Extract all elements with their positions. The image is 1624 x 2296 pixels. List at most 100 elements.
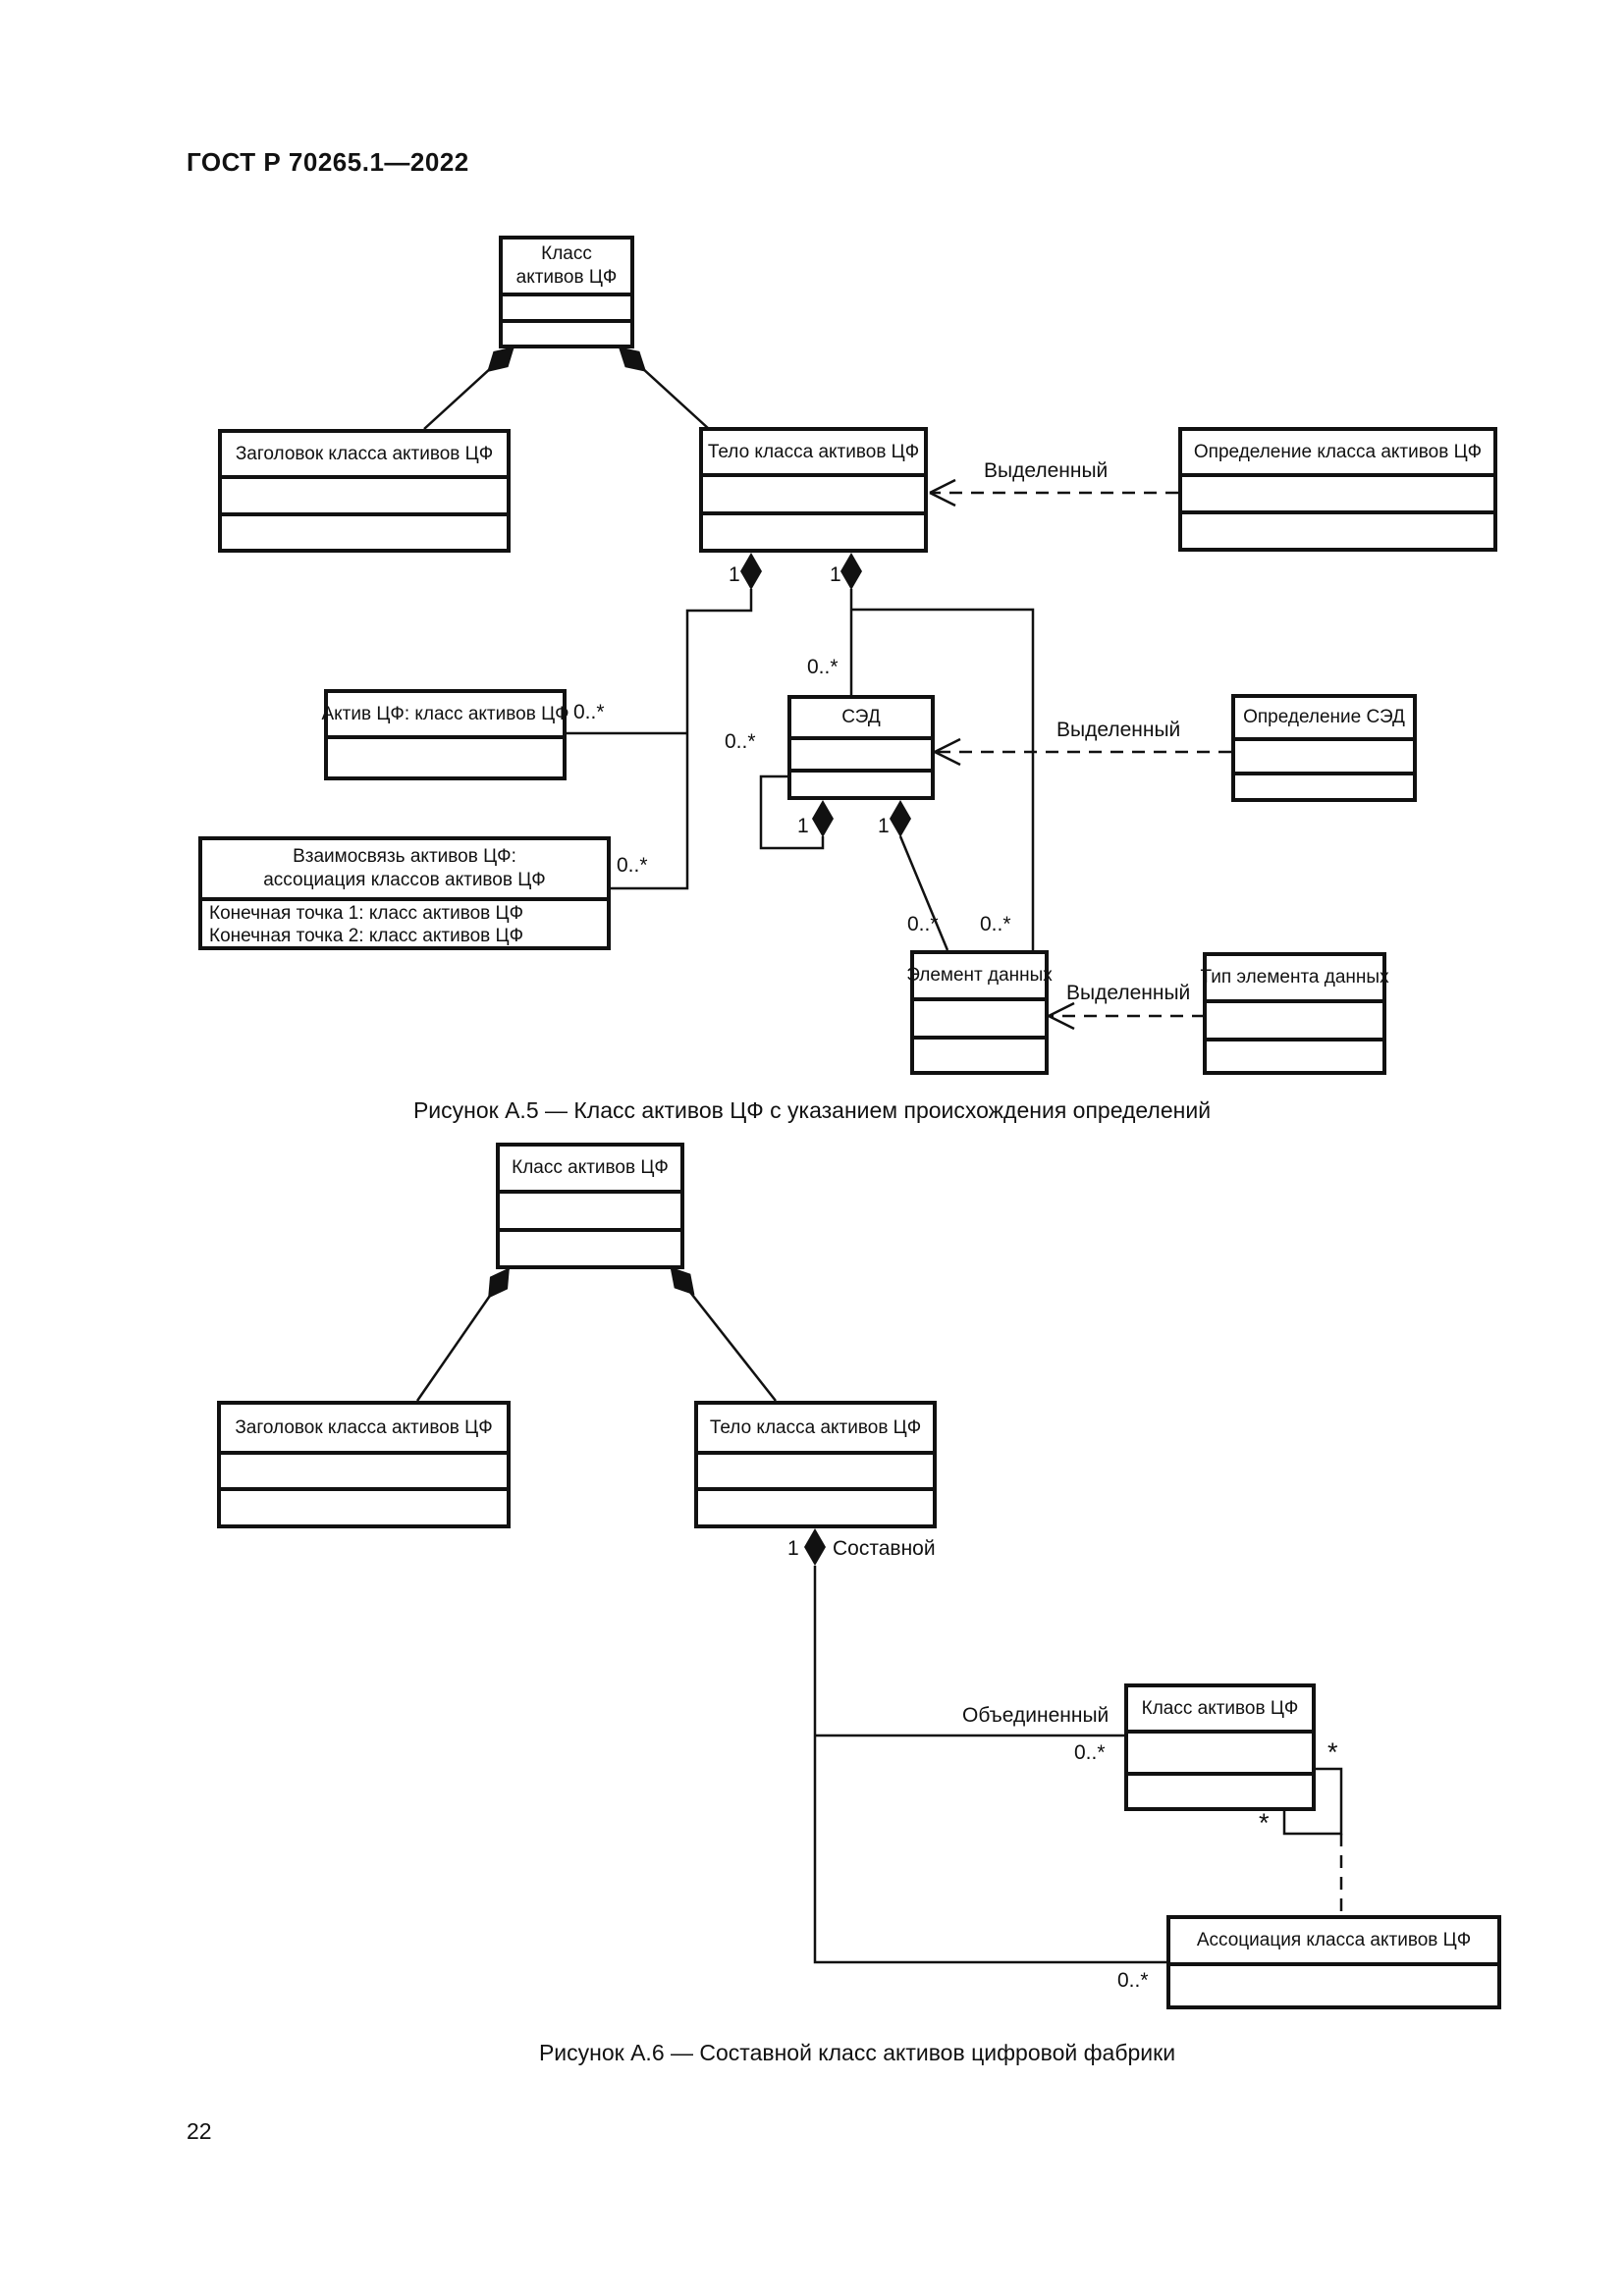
multiplicity-label: 1: [797, 815, 809, 837]
class-box-asset: Актив ЦФ: класс активов ЦФ: [321, 689, 569, 780]
composition-diamond: [487, 347, 514, 372]
empty-compartment: [500, 1227, 680, 1266]
class-title: Определение класса активов ЦФ: [1193, 441, 1483, 462]
class-title: Тело класса активов ЦФ: [707, 441, 920, 462]
attribute-compartment: Конечная точка 1: класс активов ЦФ Конеч…: [202, 897, 607, 946]
multiplicity-label: *: [1327, 1737, 1338, 1767]
figure-a5-caption: Рисунок А.5 — Класс активов ЦФ с указани…: [412, 1097, 1212, 1123]
class-title: Взаимосвязь активов ЦФ: ассоциация класс…: [263, 846, 546, 890]
empty-compartment: [1235, 737, 1413, 772]
composition-diamond: [804, 1528, 826, 1566]
class-title: Заголовок класса активов ЦФ: [235, 443, 494, 464]
class-title: Класс активов ЦФ: [1141, 1697, 1299, 1719]
empty-compartment: [1207, 1038, 1382, 1071]
document-header: ГОСТ Р 70265.1—2022: [187, 147, 469, 177]
composition-diamond: [618, 347, 647, 372]
multiplicity-label: 0..*: [725, 730, 756, 753]
class-title: Ассоциация класса активов ЦФ: [1196, 1930, 1472, 1950]
empty-compartment: [1182, 473, 1493, 510]
empty-compartment: [791, 769, 931, 796]
composition-diamond: [840, 553, 862, 590]
class-title: Тело класса активов ЦФ: [709, 1416, 922, 1438]
open-arrowhead: [1048, 1001, 1075, 1031]
multiplicity-label: 0..*: [617, 854, 648, 877]
edge-body-to-relation: [611, 589, 753, 890]
class-title: Определение СЭД: [1243, 707, 1405, 727]
empty-compartment: [222, 511, 507, 550]
empty-compartment: [222, 475, 507, 512]
empty-compartment: [1235, 772, 1413, 798]
class-title: Актив ЦФ: класс активов ЦФ: [321, 703, 569, 724]
empty-compartment: [503, 318, 630, 346]
empty-compartment: [914, 997, 1045, 1036]
figure-a6-caption: Рисунок А.6 — Составной класс активов ци…: [538, 2040, 1176, 2065]
empty-compartment: [698, 1487, 933, 1524]
composition-diamond: [740, 553, 762, 590]
open-arrowhead: [929, 478, 956, 507]
empty-compartment: [500, 1190, 680, 1228]
role-label-dedicated: Выделенный: [1066, 982, 1191, 1004]
class-box-body: Тело класса активов ЦФ: [699, 427, 928, 553]
class-box-association: Ассоциация класса активов ЦФ: [1166, 1915, 1501, 2009]
attribute-line: Конечная точка 1: класс активов ЦФ: [209, 903, 524, 924]
empty-compartment: [703, 473, 924, 511]
empty-compartment: [503, 293, 630, 319]
multiplicity-label: 0..*: [807, 656, 839, 678]
role-label-dedicated: Выделенный: [1056, 719, 1181, 741]
multiplicity-label: 0..*: [907, 913, 939, 935]
class-box-body-6: Тело класса активов ЦФ: [694, 1401, 937, 1528]
empty-compartment: [698, 1451, 933, 1487]
role-label-united: Объединенный: [962, 1704, 1110, 1727]
role-label-composite: Составной: [833, 1537, 936, 1560]
multiplicity-label: *: [1259, 1808, 1270, 1838]
class-box-data-element: Элемент данных: [906, 950, 1053, 1075]
class-box-united-asset-class: Класс активов ЦФ: [1124, 1683, 1316, 1811]
class-box-asset-class-6: Класс активов ЦФ: [496, 1143, 684, 1269]
composition-diamond: [812, 800, 834, 837]
class-box-header-6: Заголовок класса активов ЦФ: [217, 1401, 511, 1528]
multiplicity-label: 0..*: [1074, 1741, 1106, 1764]
edge-sed-self-loop: [759, 774, 825, 850]
multiplicity-label: 0..*: [980, 913, 1011, 935]
empty-compartment: [221, 1487, 507, 1524]
page-number: 22: [187, 2118, 212, 2144]
class-title: Заголовок класса активов ЦФ: [235, 1416, 493, 1438]
empty-compartment: [328, 735, 563, 776]
class-title: Элемент данных: [906, 965, 1053, 986]
composition-diamond: [488, 1267, 510, 1299]
class-box-relation: Взаимосвязь активов ЦФ: ассоциация класс…: [198, 836, 611, 950]
class-box-data-element-type: Тип элемента данных: [1200, 952, 1389, 1075]
open-arrowhead: [934, 737, 961, 767]
class-box-header: Заголовок класса активов ЦФ: [218, 429, 511, 553]
composition-diamond: [670, 1266, 695, 1296]
multiplicity-label: 1: [729, 563, 740, 586]
empty-compartment: [791, 736, 931, 769]
class-box-sed-definition: Определение СЭД: [1231, 694, 1417, 802]
empty-compartment: [914, 1036, 1045, 1071]
empty-compartment: [221, 1451, 507, 1487]
multiplicity-label: 1: [787, 1537, 799, 1560]
empty-compartment: [1128, 1730, 1312, 1772]
empty-compartment: [1170, 1962, 1497, 2005]
edge-composite-trunk: [813, 1566, 1166, 1964]
attribute-line: Конечная точка 2: класс активов ЦФ: [209, 926, 524, 946]
class-title: Класс активов ЦФ: [515, 243, 618, 288]
multiplicity-label: 1: [878, 815, 890, 837]
class-title: СЭД: [841, 707, 881, 727]
empty-compartment: [1182, 510, 1493, 548]
class-box-class-definition: Определение класса активов ЦФ: [1178, 427, 1497, 552]
multiplicity-label: 1: [830, 563, 841, 586]
class-box-sed: СЭД: [787, 695, 935, 800]
multiplicity-label: 0..*: [573, 701, 605, 723]
edge-body-to-element: [851, 608, 1035, 950]
empty-compartment: [1128, 1772, 1312, 1807]
multiplicity-label: 0..*: [1117, 1969, 1149, 1992]
role-label-dedicated: Выделенный: [984, 459, 1109, 482]
empty-compartment: [703, 510, 924, 550]
class-title: Класс активов ЦФ: [512, 1157, 669, 1178]
edge-sed-to-element: [898, 835, 949, 951]
composition-diamond: [890, 800, 911, 837]
class-box-asset-class: Класс активов ЦФ: [499, 236, 634, 348]
